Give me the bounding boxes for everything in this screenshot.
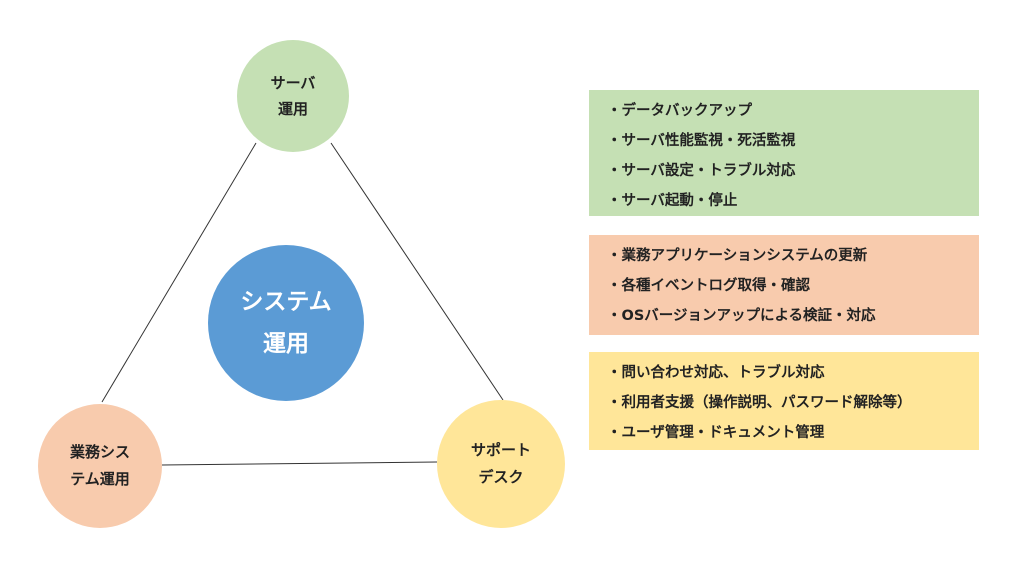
server-task-item: ・サーバ起動・停止 <box>607 193 738 209</box>
business-task-item: ・OSバージョンアップによる検証・対応 <box>607 308 876 324</box>
connector-server-support <box>330 142 504 401</box>
node-server-operation: サーバ 運用 <box>237 40 349 152</box>
support-tasks-box: ・問い合わせ対応、トラブル対応 ・利用者支援（操作説明、パスワード解除等） ・ユ… <box>589 352 979 450</box>
server-tasks-box: ・データバックアップ ・サーバ性能監視・死活監視 ・サーバ設定・トラブル対応 ・… <box>589 90 979 216</box>
node-server-line-1: サーバ <box>270 74 316 92</box>
server-task-item: ・データバックアップ <box>607 103 752 119</box>
node-system-operation-center: システム 運用 <box>208 245 364 401</box>
connector-server-business <box>101 142 257 403</box>
support-task-item: ・問い合わせ対応、トラブル対応 <box>607 365 825 381</box>
business-task-item: ・各種イベントログ取得・確認 <box>607 278 810 294</box>
server-task-item: ・サーバ設定・トラブル対応 <box>607 163 796 179</box>
node-support-desk: サポート デスク <box>437 400 565 528</box>
node-server-line-2: 運用 <box>277 100 308 118</box>
node-business-line-2: テム運用 <box>70 470 130 488</box>
node-business-system-operation: 業務シス テム運用 <box>38 404 162 528</box>
connector-business-support <box>161 461 438 466</box>
support-task-item: ・利用者支援（操作説明、パスワード解除等） <box>607 395 912 411</box>
node-support-line-2: デスク <box>478 468 524 486</box>
center-line-1: システム <box>240 289 332 315</box>
server-task-item: ・サーバ性能監視・死活監視 <box>607 133 796 149</box>
node-business-line-1: 業務シス <box>69 443 130 461</box>
business-tasks-box: ・業務アプリケーションシステムの更新 ・各種イベントログ取得・確認 ・OSバージ… <box>589 235 979 335</box>
node-support-line-1: サポート <box>470 441 531 459</box>
business-task-item: ・業務アプリケーションシステムの更新 <box>607 248 868 264</box>
support-task-item: ・ユーザ管理・ドキュメント管理 <box>607 425 825 441</box>
center-line-2: 運用 <box>263 331 309 357</box>
